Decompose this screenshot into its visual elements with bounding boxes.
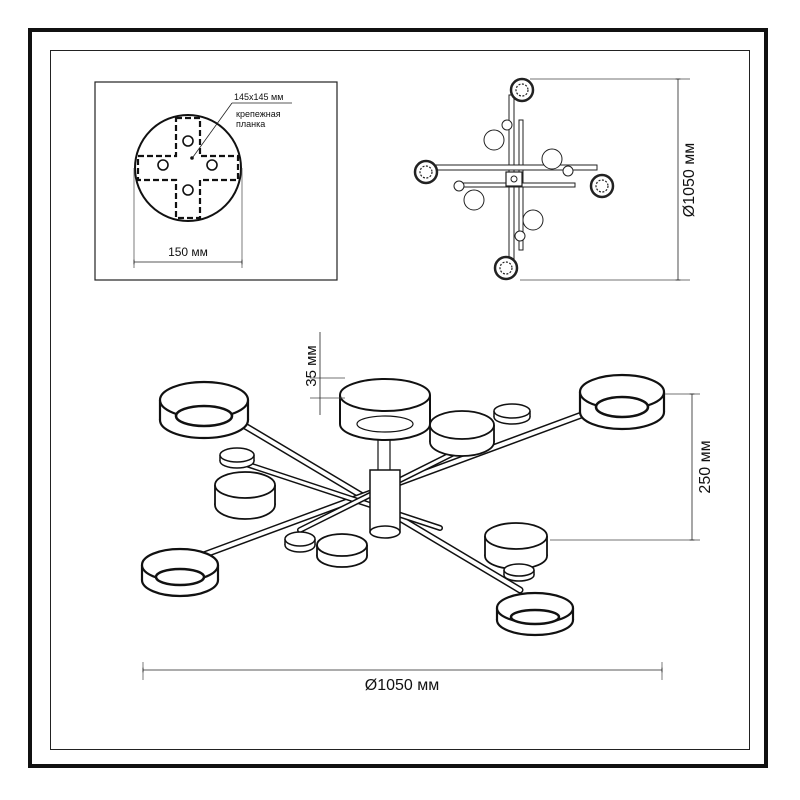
top-globe-4 <box>562 165 574 177</box>
canopy-inner <box>356 415 414 433</box>
screw-hole-bottom <box>182 184 194 196</box>
outer-frame <box>28 28 768 768</box>
top-globe-1 <box>483 129 505 151</box>
puck-lamp-3 <box>219 447 255 469</box>
puck-lamp-6 <box>316 533 368 568</box>
canopy-circle <box>134 114 242 222</box>
canopy-top <box>339 378 431 412</box>
ring-lamp-bottom-left <box>140 547 220 598</box>
puck-lamp-7 <box>484 522 548 570</box>
screw-hole-right <box>206 159 218 171</box>
mounting-plate-outline <box>136 116 240 220</box>
total-height-label: 250 мм <box>697 440 714 493</box>
top-center-dot <box>510 175 518 183</box>
top-diameter-label: Ø1050 мм <box>681 143 698 217</box>
puck-lamp-5 <box>284 531 316 553</box>
ring-lamp-bottom-right <box>495 591 575 637</box>
screw-hole-top <box>182 135 194 147</box>
top-globe-7 <box>522 209 544 231</box>
plate-size-label: 145x145 мм <box>234 92 283 102</box>
top-ring-east <box>589 173 615 199</box>
center-point <box>190 156 194 160</box>
plate-leader-line <box>192 102 233 158</box>
plate-name-line1: крепежная <box>236 109 281 119</box>
screw-hole-left <box>157 159 169 171</box>
puck-lamp-1 <box>429 410 495 457</box>
top-globe-3 <box>541 148 563 170</box>
puck-lamp-2 <box>493 403 531 425</box>
top-globe-5 <box>463 189 485 211</box>
top-globe-6 <box>453 180 465 192</box>
top-ring-north <box>509 77 535 103</box>
inner-frame <box>50 50 750 750</box>
top-view <box>413 77 690 281</box>
top-globe-8 <box>514 230 526 242</box>
ring-lamp-top-left <box>158 380 250 440</box>
puck-lamp-8 <box>503 563 535 582</box>
plate-name-line2: планка <box>236 119 265 129</box>
center-hub-cap <box>369 525 401 539</box>
center-hub <box>369 469 401 533</box>
top-ring-west <box>413 159 439 185</box>
puck-lamp-4 <box>214 471 276 520</box>
top-globe-2 <box>501 119 513 131</box>
side-view <box>140 332 700 680</box>
top-ring-south <box>493 255 519 281</box>
side-diameter-label: Ø1050 мм <box>365 677 439 694</box>
ring-lamp-top-right <box>578 373 666 431</box>
shade-height-label: 35 мм <box>303 345 320 386</box>
mount-detail: 145x145 мм крепежная планка 150 мм <box>94 81 338 281</box>
width-label: 150 мм <box>168 245 208 259</box>
